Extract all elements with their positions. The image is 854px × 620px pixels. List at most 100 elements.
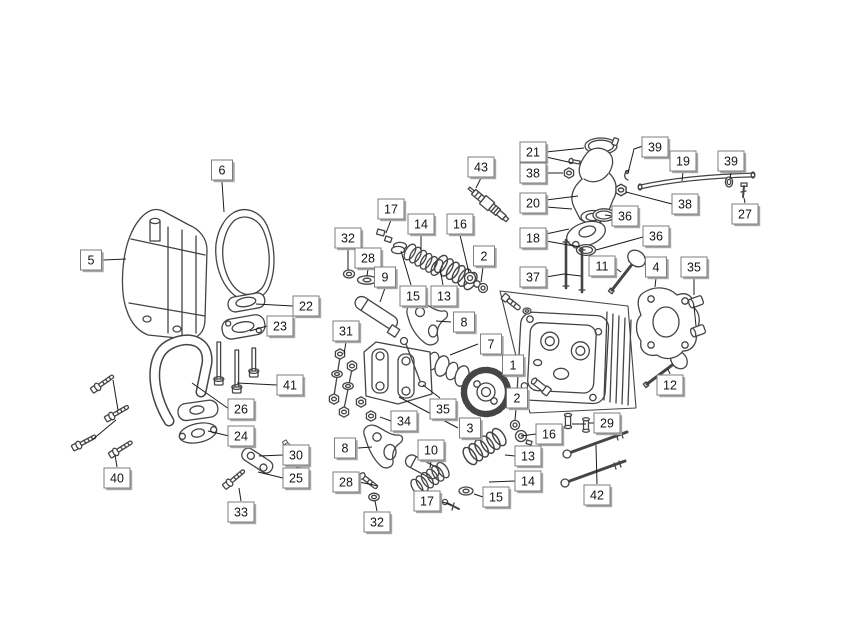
label-box (519, 141, 547, 163)
part-label-17: 17 (413, 490, 443, 514)
label-box (377, 198, 405, 220)
label-box (645, 256, 667, 278)
part-label-36: 36 (642, 225, 672, 249)
part-number-text: 21 (526, 145, 540, 159)
part-number-text: 2 (481, 249, 488, 263)
label-box (671, 193, 699, 215)
leader-line-20 (545, 195, 579, 201)
diagram-connector-line (91, 419, 117, 441)
part-label-39: 39 (717, 150, 747, 174)
tube-ring-39b-drawing (724, 176, 734, 188)
label-box (482, 486, 510, 508)
leader-line-17 (385, 219, 392, 234)
diagram-connector-line (545, 240, 581, 248)
leader-line-35 (422, 384, 441, 399)
label-box (80, 249, 102, 271)
label-box (656, 374, 684, 396)
label-box (363, 511, 391, 533)
label-box (642, 225, 670, 247)
label-box (731, 203, 759, 225)
label-box (588, 255, 616, 277)
leader-line-3 (398, 396, 459, 429)
part-label-34: 34 (390, 410, 420, 434)
leader-line-40 (114, 454, 118, 468)
leader-line-8 (435, 320, 452, 323)
label-box (446, 213, 474, 235)
label-box (641, 136, 669, 158)
diagram-connector-line (545, 156, 574, 164)
label-box (502, 354, 524, 376)
label-box (417, 439, 445, 461)
part-number-text: 1 (510, 358, 517, 372)
label-box (227, 425, 255, 447)
label-box (334, 437, 356, 459)
part-number-text: 43 (474, 160, 488, 174)
part-number-text: 2 (514, 391, 521, 405)
label-box (593, 412, 621, 434)
label-box (282, 444, 310, 466)
label-box (519, 266, 547, 288)
part-number-text: 32 (341, 231, 355, 245)
label-box (429, 398, 457, 420)
leader-line-12 (667, 368, 671, 375)
part-number-text: 39 (648, 140, 662, 154)
label-box (399, 285, 427, 307)
part-label-12: 12 (656, 374, 686, 398)
bracket-parts-drawing (220, 438, 304, 491)
leader-line-13 (504, 454, 516, 457)
part-label-8: 8 (334, 437, 358, 461)
leader-line-16 (459, 234, 470, 274)
leader-line-2 (514, 408, 517, 421)
part-number-text: 8 (342, 441, 349, 455)
spring-set-top-drawing (390, 241, 489, 294)
part-number-text: 3 (467, 421, 474, 435)
label-box (374, 266, 396, 288)
part-label-43: 43 (467, 156, 497, 180)
label-box (211, 159, 233, 181)
part-label-16: 16 (446, 213, 476, 237)
part-number-text: 24 (234, 429, 248, 443)
leader-line-16 (520, 433, 537, 437)
part-label-33: 33 (227, 501, 257, 525)
part-number-text: 15 (489, 490, 503, 504)
leader-line-6 (221, 181, 225, 213)
dowel-pins-drawing (563, 412, 591, 433)
part-number-text: 25 (289, 471, 303, 485)
part-number-text: 20 (526, 196, 540, 210)
leader-line-41 (236, 382, 278, 386)
part-label-2: 2 (506, 387, 530, 411)
part-label-39: 39 (641, 136, 671, 160)
part-number-text: 15 (406, 289, 420, 303)
part-label-27: 27 (731, 203, 761, 227)
leader-line-15 (473, 493, 484, 498)
part-label-6: 6 (211, 159, 235, 183)
leader-line-30 (258, 454, 284, 457)
leader-line-24 (207, 430, 230, 437)
label-box (227, 398, 255, 420)
part-number-text: 28 (361, 251, 375, 265)
part-number-text: 27 (738, 207, 752, 221)
breather-cover-drawing (221, 314, 266, 340)
leader-line-27 (743, 197, 746, 204)
part-label-10: 10 (417, 439, 447, 463)
part-number-text: 7 (488, 337, 495, 351)
label-box (519, 162, 547, 184)
leader-line-2 (480, 266, 484, 283)
part-label-40: 40 (103, 467, 133, 491)
valve-cotters-drawing (375, 228, 393, 244)
leader-line-4 (654, 277, 657, 288)
part-label-26: 26 (227, 398, 257, 422)
part-number-text: 12 (663, 378, 677, 392)
part-label-32: 32 (363, 511, 393, 535)
part-number-text: 4 (653, 260, 660, 274)
nut-32b-drawing (368, 492, 380, 502)
part-label-20: 20 (519, 192, 549, 216)
part-number-text: 40 (110, 471, 124, 485)
label-box (292, 295, 320, 317)
leader-line-14 (488, 480, 516, 483)
label-box (669, 150, 697, 172)
label-box (407, 213, 435, 235)
part-label-14: 14 (514, 470, 544, 494)
cam-holder-drawing (363, 341, 433, 405)
